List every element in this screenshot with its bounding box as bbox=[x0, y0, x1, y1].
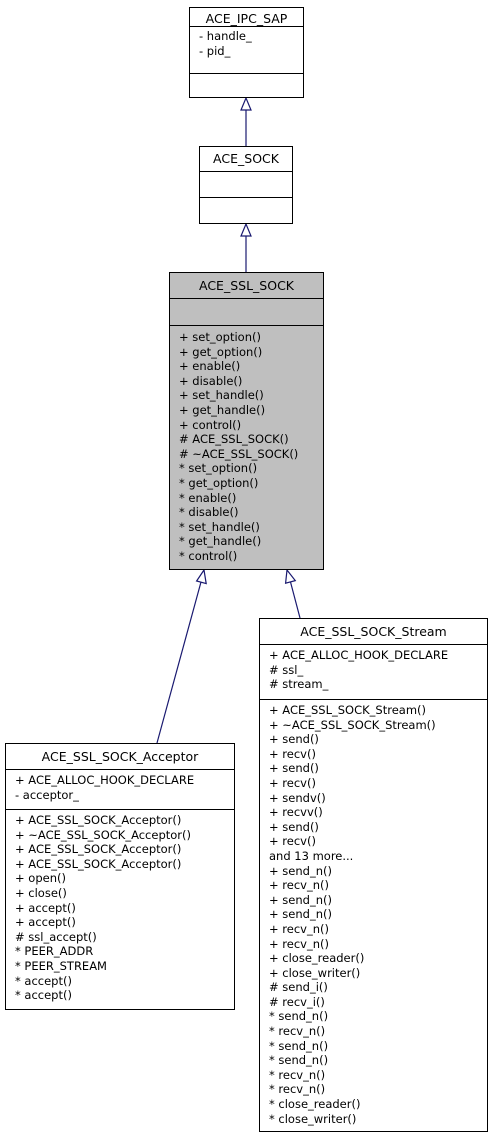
method: + accept() bbox=[15, 915, 76, 930]
class-ace-sock[interactable]: ACE_SOCK bbox=[199, 146, 293, 224]
method: + ACE_SSL_SOCK_Acceptor() bbox=[15, 856, 182, 871]
class-name: ACE_IPC_SAP bbox=[205, 11, 288, 26]
attribute: # stream_ bbox=[269, 677, 329, 692]
method: + get_handle() bbox=[179, 402, 266, 417]
edge-stream-to-ssl-sock bbox=[289, 581, 301, 619]
method: + ACE_SSL_SOCK_Stream() bbox=[269, 703, 427, 717]
attributes-section: + ACE_ALLOC_HOOK_DECLARE # ssl_ # stream… bbox=[260, 644, 487, 699]
attribute: - acceptor_ bbox=[15, 787, 79, 802]
methods-section: + ACE_SSL_SOCK_Acceptor() + ~ACE_SSL_SOC… bbox=[6, 809, 234, 1005]
method: + send_n() bbox=[269, 907, 332, 922]
method: * send_n() bbox=[269, 1038, 329, 1053]
method: + open() bbox=[15, 871, 66, 886]
method: + recv() bbox=[269, 834, 316, 849]
method: # ssl_accept() bbox=[15, 929, 97, 944]
method: + disable() bbox=[179, 373, 243, 388]
method: * PEER_STREAM bbox=[15, 958, 107, 973]
method: + get_option() bbox=[179, 344, 263, 359]
method: * get_option() bbox=[179, 475, 259, 490]
method: + recv_n() bbox=[269, 921, 329, 936]
class-name: ACE_SSL_SOCK bbox=[199, 278, 294, 293]
edge-arrowhead-ssl-sock-left bbox=[195, 568, 207, 585]
more-methods-link[interactable]: and 13 more... bbox=[269, 848, 354, 863]
attributes-section: + ACE_ALLOC_HOOK_DECLARE - acceptor_ bbox=[6, 769, 234, 809]
class-ace-ssl-sock-acceptor[interactable]: ACE_SSL_SOCK_Acceptor + ACE_ALLOC_HOOK_D… bbox=[5, 743, 235, 1010]
method: + recvv() bbox=[269, 805, 323, 820]
method: + send() bbox=[269, 732, 319, 747]
class-name: ACE_SSL_SOCK_Acceptor bbox=[41, 749, 199, 764]
method: # recv_i() bbox=[269, 994, 325, 1009]
method: + send() bbox=[269, 761, 319, 776]
method: + recv() bbox=[269, 746, 316, 761]
class-ace-ssl-sock[interactable]: ACE_SSL_SOCK + set_option() + get_option… bbox=[169, 272, 324, 570]
method: + send() bbox=[269, 819, 319, 834]
method: * send_n() bbox=[269, 1009, 329, 1024]
method: * control() bbox=[179, 548, 238, 563]
edge-arrowhead-ipc-sap bbox=[240, 96, 252, 111]
class-ace-ssl-sock-stream[interactable]: ACE_SSL_SOCK_Stream + ACE_ALLOC_HOOK_DEC… bbox=[259, 618, 488, 1132]
method: + send_n() bbox=[269, 892, 332, 907]
method: + enable() bbox=[179, 359, 241, 374]
method: + send_n() bbox=[269, 863, 332, 878]
method: + recv_n() bbox=[269, 878, 329, 893]
method: + ACE_SSL_SOCK_Acceptor() bbox=[15, 842, 182, 857]
method: * get_handle() bbox=[179, 534, 262, 549]
method: + close_writer() bbox=[269, 965, 361, 980]
method: + ACE_SSL_SOCK_Acceptor() bbox=[15, 813, 182, 827]
method: * recv_n() bbox=[269, 1082, 326, 1097]
method: # ACE_SSL_SOCK() bbox=[179, 432, 289, 447]
method: + set_handle() bbox=[179, 388, 264, 403]
method: + accept() bbox=[15, 900, 76, 915]
method: * set_option() bbox=[179, 461, 258, 476]
method: * disable() bbox=[179, 505, 239, 520]
method: + ~ACE_SSL_SOCK_Stream() bbox=[269, 717, 436, 732]
edge-acceptor-to-ssl-sock bbox=[156, 581, 202, 744]
method: * close_reader() bbox=[269, 1097, 361, 1112]
method: + ~ACE_SSL_SOCK_Acceptor() bbox=[15, 827, 191, 842]
method: * close_writer() bbox=[269, 1111, 357, 1126]
method: * send_n() bbox=[269, 1053, 329, 1068]
attribute: - pid_ bbox=[199, 43, 231, 58]
method: # ~ACE_SSL_SOCK() bbox=[179, 446, 299, 461]
attribute: + ACE_ALLOC_HOOK_DECLARE bbox=[269, 648, 449, 662]
edge-arrowhead-ssl-sock-right bbox=[284, 568, 297, 585]
method: * recv_n() bbox=[269, 1024, 326, 1039]
method: * accept() bbox=[15, 988, 72, 1003]
class-name: ACE_SSL_SOCK_Stream bbox=[300, 624, 447, 639]
method: + close() bbox=[15, 885, 67, 900]
methods-section bbox=[190, 73, 303, 97]
method: + recv_n() bbox=[269, 936, 329, 951]
method: * PEER_ADDR bbox=[15, 944, 94, 959]
method: + close_reader() bbox=[269, 951, 365, 966]
method: * recv_n() bbox=[269, 1067, 326, 1082]
attributes-section bbox=[200, 171, 292, 197]
class-name: ACE_SOCK bbox=[213, 151, 279, 166]
method: * enable() bbox=[179, 490, 237, 505]
method: * accept() bbox=[15, 973, 72, 988]
attribute: # ssl_ bbox=[269, 662, 304, 677]
class-ace-ipc-sap[interactable]: ACE_IPC_SAP - handle_ - pid_ bbox=[189, 7, 304, 98]
method: * set_handle() bbox=[179, 519, 260, 534]
method: + control() bbox=[179, 417, 242, 432]
edge-arrowhead-sock bbox=[240, 222, 252, 237]
methods-section bbox=[200, 197, 292, 223]
attributes-section bbox=[170, 298, 323, 325]
method: + recv() bbox=[269, 775, 316, 790]
attributes-section: - handle_ - pid_ bbox=[190, 26, 303, 73]
attribute: - handle_ bbox=[199, 29, 252, 43]
methods-section: + ACE_SSL_SOCK_Stream() + ~ACE_SSL_SOCK_… bbox=[260, 699, 487, 1128]
attribute: + ACE_ALLOC_HOOK_DECLARE bbox=[15, 773, 195, 787]
methods-section: + set_option() + get_option() + enable()… bbox=[170, 325, 323, 566]
method: + sendv() bbox=[269, 790, 326, 805]
method: # send_i() bbox=[269, 980, 328, 995]
method: + set_option() bbox=[179, 330, 261, 344]
